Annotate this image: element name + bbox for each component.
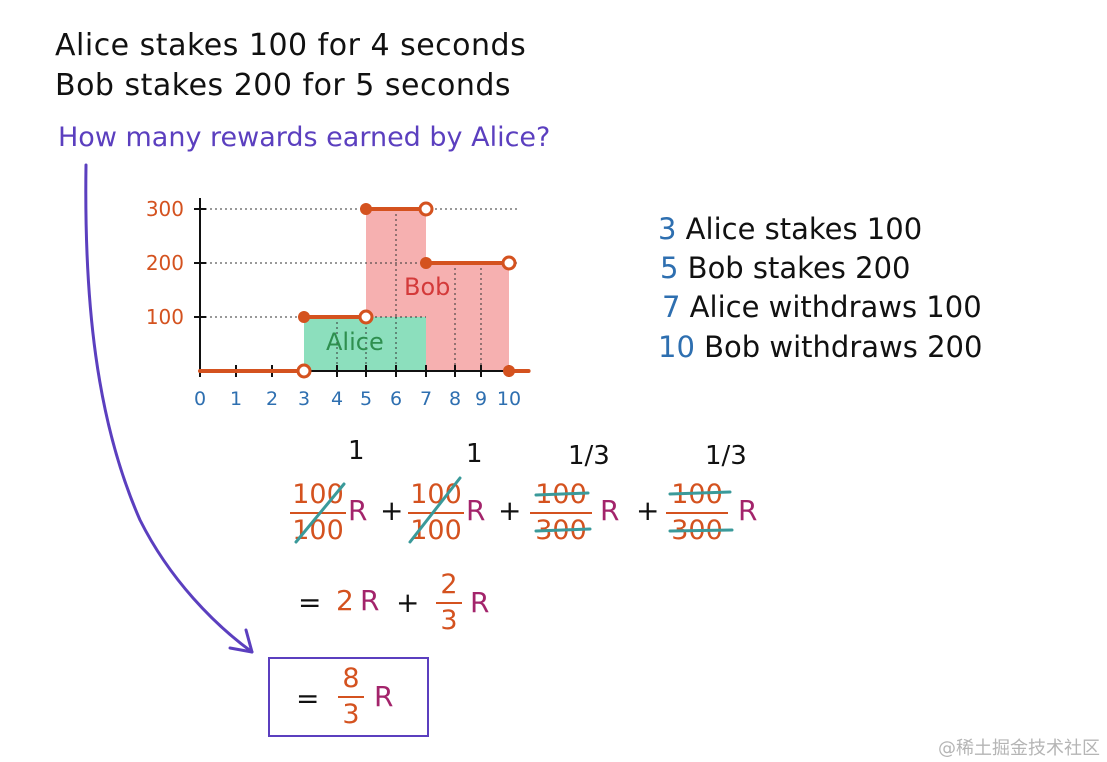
alice-area xyxy=(304,317,426,371)
answer-box xyxy=(268,657,429,737)
fraction-term-2: 100 100 xyxy=(408,480,464,546)
event-row: 7 Alice withdraws 100 xyxy=(662,290,982,324)
event-time: 10 xyxy=(658,330,695,364)
numerator: 100 xyxy=(535,479,587,510)
numerator: 100 xyxy=(671,479,723,510)
event-row: 3 Alice stakes 100 xyxy=(658,212,922,246)
coefficient: 1 xyxy=(466,439,483,469)
x-tick-label: 0 xyxy=(194,388,206,410)
reward-symbol: R xyxy=(600,494,620,527)
plus-sign: + xyxy=(636,494,660,527)
coefficient: 1/3 xyxy=(705,441,747,471)
whole-coefficient: 2 xyxy=(336,584,354,617)
point-open xyxy=(296,363,312,379)
event-text: Bob stakes 200 xyxy=(687,251,911,285)
point-open xyxy=(418,201,434,217)
denominator: 300 xyxy=(535,515,587,546)
alice-area-label: Alice xyxy=(326,328,384,356)
numerator: 8 xyxy=(342,663,360,694)
numerator: 2 xyxy=(440,569,458,600)
coefficient: 1 xyxy=(348,436,365,466)
x-tick-label: 4 xyxy=(331,388,343,410)
fraction-term-4: 100 300 xyxy=(666,480,728,546)
event-row: 10 Bob withdraws 200 xyxy=(658,330,982,364)
y-tick-label: 100 xyxy=(146,305,184,329)
reward-symbol: R xyxy=(466,494,486,527)
x-tick-label: 2 xyxy=(266,388,278,410)
numerator: 100 xyxy=(292,479,344,510)
watermark: @稀土掘金技术社区 xyxy=(938,738,1100,759)
reward-symbol: R xyxy=(348,494,368,527)
fraction-term-3: 100 300 xyxy=(530,480,592,546)
point-open xyxy=(501,255,517,271)
x-tick-label: 3 xyxy=(298,388,310,410)
x-tick-label: 6 xyxy=(390,388,402,410)
x-tick-label: 5 xyxy=(360,388,372,410)
coefficient: 1/3 xyxy=(568,441,610,471)
denominator: 100 xyxy=(292,515,344,546)
bob-area-lower xyxy=(426,263,509,371)
event-time: 5 xyxy=(660,251,679,285)
point-filled xyxy=(420,257,432,269)
equals-sign: = xyxy=(298,586,322,619)
x-tick-label: 7 xyxy=(420,388,432,410)
point-filled xyxy=(503,365,515,377)
point-filled xyxy=(298,311,310,323)
bob-area-label: Bob xyxy=(404,273,451,301)
x-tick-label: 10 xyxy=(497,388,521,410)
equals-sign: = xyxy=(296,682,320,715)
denominator: 100 xyxy=(410,515,462,546)
plus-sign: + xyxy=(396,586,420,619)
x-tick-label: 1 xyxy=(230,388,242,410)
event-text: Bob withdraws 200 xyxy=(704,330,983,364)
numerator: 100 xyxy=(410,479,462,510)
event-text: Alice withdraws 100 xyxy=(689,290,982,324)
reward-symbol: R xyxy=(738,494,758,527)
y-tick-label: 300 xyxy=(146,197,184,221)
header-line-1: Alice stakes 100 for 4 seconds xyxy=(55,28,527,63)
question: How many rewards earned by Alice? xyxy=(58,122,551,153)
event-text: Alice stakes 100 xyxy=(685,212,923,246)
denominator: 3 xyxy=(440,605,458,636)
reward-symbol: R xyxy=(374,680,394,713)
reward-symbol: R xyxy=(470,586,490,619)
point-filled xyxy=(360,203,372,215)
fraction-two-thirds: 2 3 xyxy=(436,570,462,636)
plus-sign: + xyxy=(380,494,404,527)
reward-symbol: R xyxy=(360,584,380,617)
event-time: 3 xyxy=(658,212,677,246)
denominator: 300 xyxy=(671,515,723,546)
point-open xyxy=(358,309,374,325)
x-tick-label: 9 xyxy=(475,388,487,410)
fraction-term-1: 100 100 xyxy=(290,480,346,546)
x-tick-label: 8 xyxy=(449,388,461,410)
denominator: 3 xyxy=(342,699,360,730)
header-line-2: Bob stakes 200 for 5 seconds xyxy=(55,68,512,103)
event-row: 5 Bob stakes 200 xyxy=(660,251,910,285)
y-tick-label: 200 xyxy=(146,251,184,275)
plus-sign: + xyxy=(498,494,522,527)
event-time: 7 xyxy=(662,290,681,324)
answer-fraction: 8 3 xyxy=(338,664,364,730)
